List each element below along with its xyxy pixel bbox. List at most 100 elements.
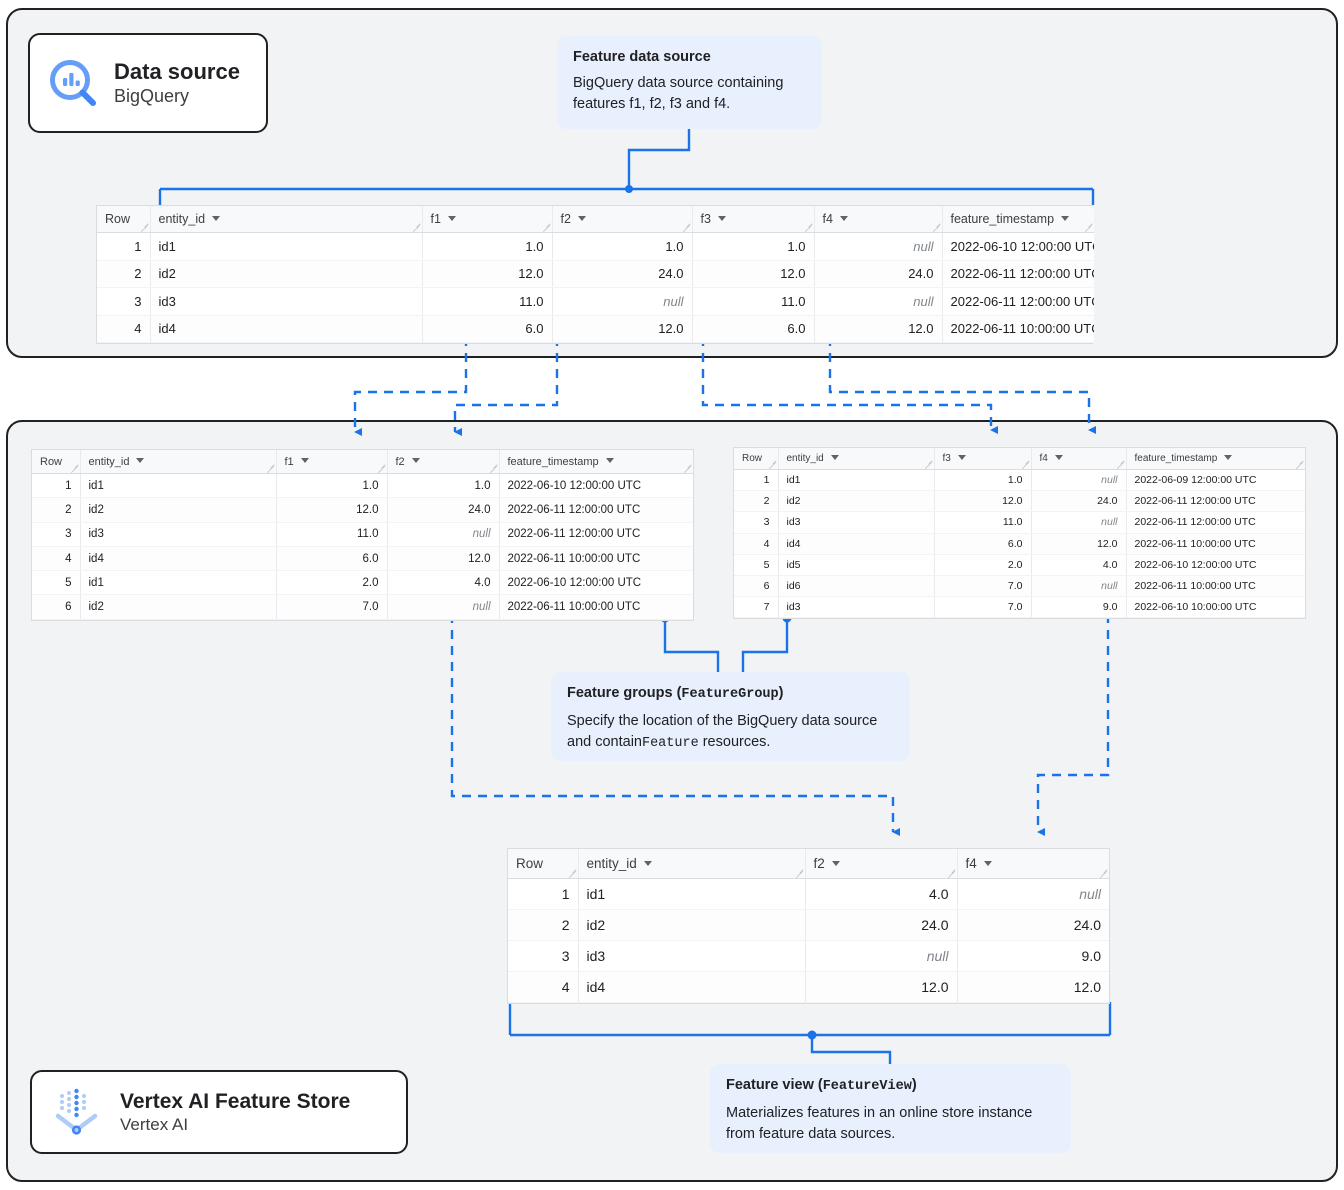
text-cell: id2 [778,490,935,513]
text-cell: id4 [578,971,806,1003]
column-header-f2[interactable]: f2 [805,849,958,879]
text-cell: 2022-06-11 12:00:00 UTC [499,497,693,523]
column-header-f3[interactable]: f3 [934,448,1032,470]
chevron-down-icon[interactable] [839,216,848,222]
column-resize-handle[interactable] [70,464,78,472]
column-resize-handle[interactable] [568,869,576,877]
callout-feature-view: Feature view (FeatureView) Materializes … [710,1064,1071,1153]
column-resize-handle[interactable] [1099,869,1107,877]
column-header-f2[interactable]: f2 [552,206,693,233]
chevron-down-icon[interactable] [577,216,586,222]
numeric-cell: 4.0 [387,570,500,596]
column-header-f3[interactable]: f3 [692,206,815,233]
callout-title: Feature groups (FeatureGroup) [567,684,894,704]
column-header-entity_id[interactable]: entity_id [578,849,806,879]
text-cell: id1 [150,232,423,261]
chevron-down-icon[interactable] [447,216,456,222]
column-header-Row[interactable]: Row [734,448,779,470]
column-header-feature_timestamp[interactable]: feature_timestamp [942,206,1094,233]
column-header-feature_timestamp[interactable]: feature_timestamp [499,450,693,474]
callout-title: Feature view (FeatureView) [726,1076,1055,1096]
column-header-f2[interactable]: f2 [387,450,500,474]
chevron-down-icon[interactable] [605,458,614,464]
text-cell: id6 [778,575,935,598]
numeric-cell: 24.0 [805,909,958,941]
column-header-entity_id[interactable]: entity_id [80,450,277,474]
column-resize-handle[interactable] [1084,223,1092,231]
row-number-cell: 7 [734,596,779,619]
column-resize-handle[interactable] [947,869,955,877]
column-resize-handle[interactable] [924,460,932,468]
column-header-label: entity_id [158,212,206,226]
numeric-cell: 1.0 [387,473,500,499]
column-resize-handle[interactable] [682,223,690,231]
chevron-down-icon[interactable] [1061,216,1070,222]
chevron-down-icon[interactable] [831,860,840,866]
null-cell: null [814,232,943,261]
chevron-down-icon[interactable] [1224,454,1233,460]
column-resize-handle[interactable] [489,464,497,472]
column-resize-handle[interactable] [932,223,940,231]
column-header-label: feature_timestamp [950,212,1055,226]
chip-data-source: Data source BigQuery [28,33,268,133]
text-cell: 2022-06-10 10:00:00 UTC [1126,596,1305,619]
column-resize-handle[interactable] [1295,460,1303,468]
text-cell: 2022-06-11 10:00:00 UTC [1126,575,1305,598]
column-header-Row[interactable]: Row [508,849,579,879]
chevron-down-icon[interactable] [643,860,652,866]
column-resize-handle[interactable] [377,464,385,472]
text-cell: id4 [150,315,423,343]
column-resize-handle[interactable] [1021,460,1029,468]
column-resize-handle[interactable] [412,223,420,231]
column-resize-handle[interactable] [768,460,776,468]
null-cell: null [1031,575,1127,598]
column-header-entity_id[interactable]: entity_id [150,206,423,233]
chevron-down-icon[interactable] [1054,454,1063,460]
column-header-label: f4 [822,212,833,226]
bigquery-icon [46,56,100,110]
column-header-f4[interactable]: f4 [814,206,943,233]
callout-body-part2: resources. [698,733,771,750]
column-header-Row[interactable]: Row [97,206,151,233]
numeric-cell: 12.0 [957,971,1109,1003]
null-cell: null [957,878,1109,910]
chevron-down-icon[interactable] [983,860,992,866]
column-header-feature_timestamp[interactable]: feature_timestamp [1126,448,1305,470]
numeric-cell: 1.0 [552,232,693,261]
chevron-down-icon[interactable] [212,216,221,222]
numeric-cell: 1.0 [934,469,1032,492]
chevron-down-icon[interactable] [411,458,420,464]
column-resize-handle[interactable] [683,464,691,472]
chevron-down-icon[interactable] [300,458,309,464]
callout-title-close: ) [778,685,784,701]
chevron-down-icon[interactable] [136,458,145,464]
row-number-cell: 2 [508,909,579,941]
column-header-f4[interactable]: f4 [1031,448,1127,470]
text-cell: id4 [778,533,935,555]
chevron-down-icon[interactable] [717,216,726,222]
numeric-cell: 4.0 [1031,554,1127,576]
numeric-cell: 11.0 [422,287,553,316]
column-header-f1[interactable]: f1 [276,450,388,474]
numeric-cell: 12.0 [934,490,1032,513]
column-resize-handle[interactable] [795,869,803,877]
chevron-down-icon[interactable] [957,454,966,460]
chevron-down-icon[interactable] [830,454,839,460]
column-header-Row[interactable]: Row [32,450,81,474]
column-resize-handle[interactable] [804,223,812,231]
column-resize-handle[interactable] [1116,460,1124,468]
column-header-f4[interactable]: f4 [957,849,1109,879]
column-resize-handle[interactable] [266,464,274,472]
column-resize-handle[interactable] [140,223,148,231]
column-header-f1[interactable]: f1 [422,206,553,233]
column-header-entity_id[interactable]: entity_id [778,448,935,470]
column-resize-handle[interactable] [542,223,550,231]
